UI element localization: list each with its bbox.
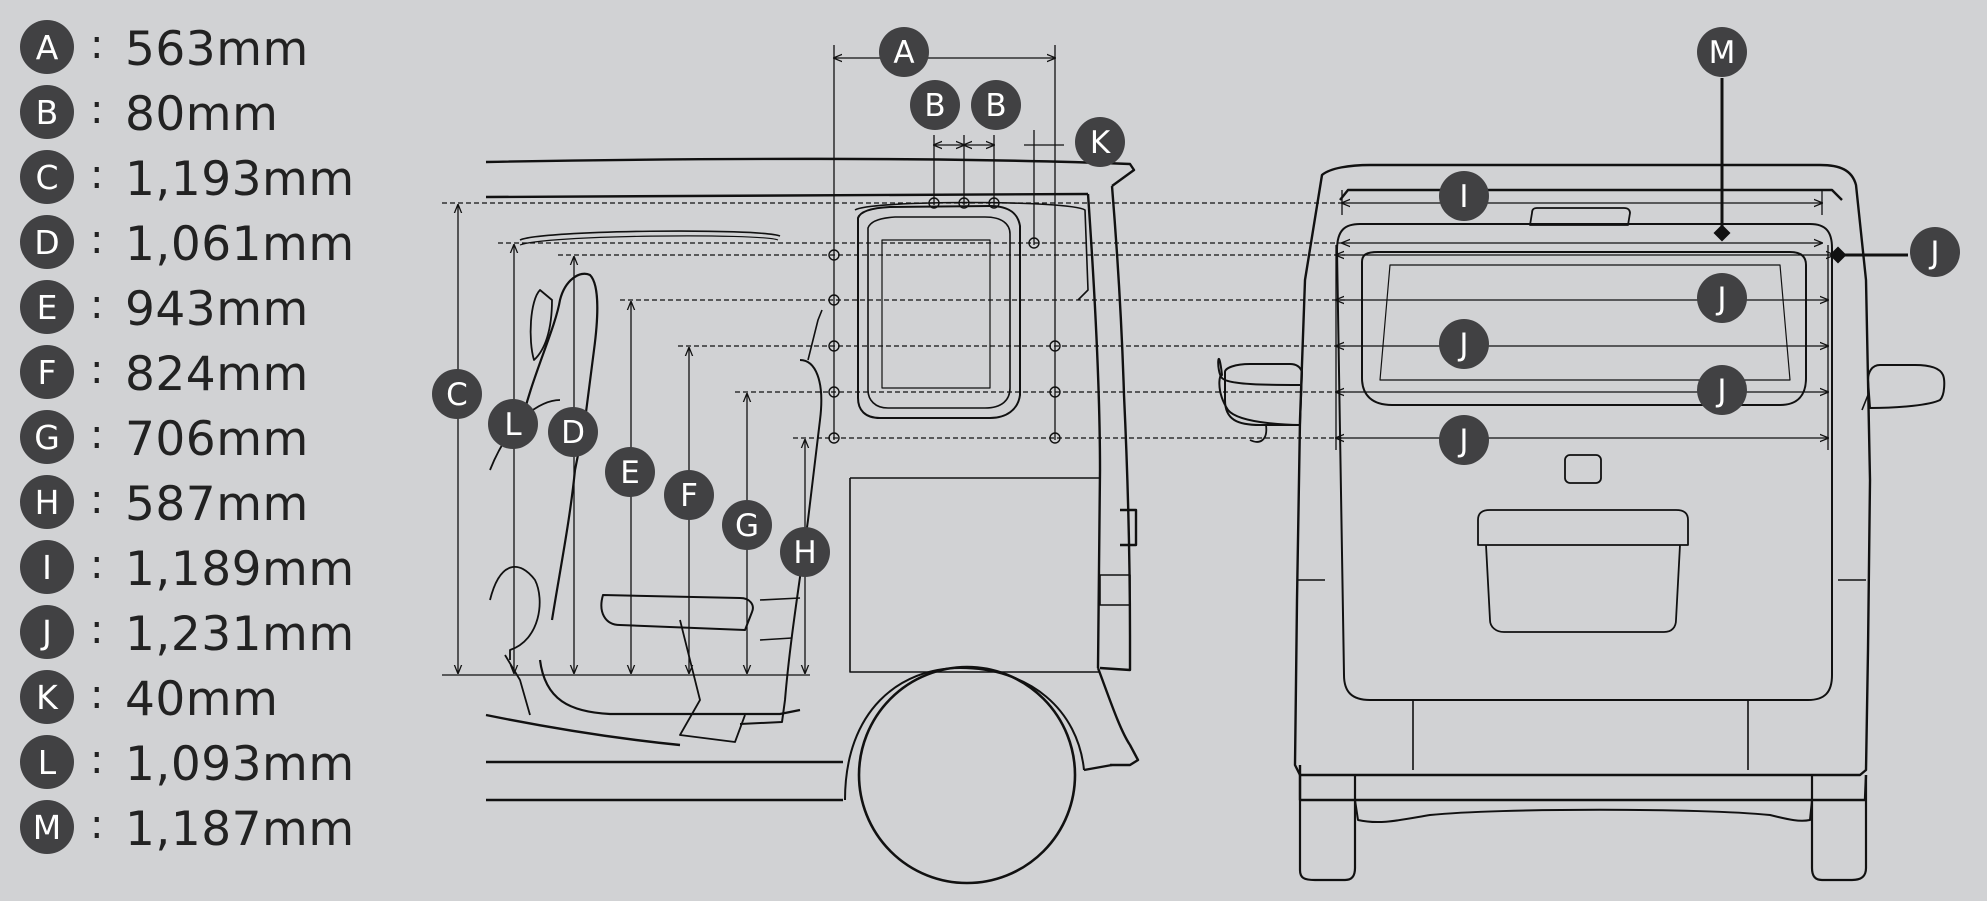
legend-value-e: 943mm: [125, 282, 309, 337]
legend-badge-b: B: [20, 85, 74, 139]
label-b-left: B: [910, 80, 960, 130]
label-j-2: J: [1439, 319, 1489, 369]
legend-colon: :: [90, 217, 104, 263]
svg-text:J: J: [1715, 373, 1726, 409]
legend-value-d: 1,061mm: [125, 217, 355, 272]
legend-badge-j: J: [20, 605, 74, 659]
legend-colon: :: [90, 477, 104, 523]
svg-text:H: H: [793, 535, 816, 571]
legend-colon: :: [90, 87, 104, 133]
dimension-lines: [442, 45, 1908, 676]
svg-text:J: J: [1457, 327, 1468, 363]
label-d: D: [548, 407, 598, 457]
legend-colon: :: [90, 802, 104, 848]
label-j-1: J: [1697, 273, 1747, 323]
legend-value-c: 1,193mm: [125, 152, 355, 207]
label-l: L: [488, 399, 538, 449]
measurement-points: [828, 197, 1061, 444]
label-g: G: [722, 500, 772, 550]
label-j-4: J: [1439, 415, 1489, 465]
label-h: H: [780, 527, 830, 577]
legend-colon: :: [90, 672, 104, 718]
legend-value-g: 706mm: [125, 412, 309, 467]
svg-text:F: F: [680, 478, 698, 514]
legend-badge-g: G: [20, 410, 74, 464]
legend-value-j: 1,231mm: [125, 607, 355, 662]
svg-text:K: K: [1090, 125, 1111, 161]
label-c: C: [432, 369, 482, 419]
svg-text:J: J: [1715, 281, 1726, 317]
svg-text:B: B: [924, 88, 945, 124]
legend-colon: :: [90, 152, 104, 198]
legend-value-l: 1,093mm: [125, 737, 355, 792]
legend-colon: :: [90, 607, 104, 653]
legend-badge-m: M: [20, 800, 74, 854]
legend-colon: :: [90, 282, 104, 328]
svg-text:J: J: [1457, 423, 1468, 459]
svg-text:B: B: [985, 88, 1006, 124]
label-j-3: J: [1697, 365, 1747, 415]
legend-value-i: 1,189mm: [125, 542, 355, 597]
label-j-outer: J: [1910, 227, 1960, 277]
legend-value-m: 1,187mm: [125, 802, 355, 857]
legend-colon: :: [90, 737, 104, 783]
legend-value-h: 587mm: [125, 477, 309, 532]
side-view-van: [485, 157, 1140, 885]
legend-badge-e: E: [20, 280, 74, 334]
rear-view-van: [1217, 163, 1946, 882]
dimension-labels: A B B K C L D E F G H I M J J J J J: [432, 27, 1960, 577]
svg-text:I: I: [1459, 179, 1468, 215]
legend-value-f: 824mm: [125, 347, 309, 402]
svg-text:J: J: [1928, 235, 1939, 271]
legend-badge-l: L: [20, 735, 74, 789]
svg-text:M: M: [1709, 35, 1736, 71]
label-a: A: [879, 27, 929, 77]
label-k: K: [1075, 117, 1125, 167]
legend-badge-h: H: [20, 475, 74, 529]
legend-colon: :: [90, 542, 104, 588]
label-f: F: [664, 470, 714, 520]
legend-badge-f: F: [20, 345, 74, 399]
legend-badge-a: A: [20, 20, 74, 74]
legend-colon: :: [90, 22, 104, 68]
legend-badge-d: D: [20, 215, 74, 269]
svg-text:G: G: [735, 508, 759, 544]
label-e: E: [605, 447, 655, 497]
label-i: I: [1439, 171, 1489, 221]
label-m: M: [1697, 27, 1747, 77]
svg-text:L: L: [504, 407, 522, 443]
svg-text:E: E: [620, 455, 640, 491]
svg-text:C: C: [446, 377, 468, 413]
legend-badge-c: C: [20, 150, 74, 204]
legend-badge-i: I: [20, 540, 74, 594]
legend-value-b: 80mm: [125, 87, 279, 142]
legend-value-k: 40mm: [125, 672, 279, 727]
legend-value-a: 563mm: [125, 22, 309, 77]
svg-text:A: A: [893, 35, 914, 71]
svg-text:D: D: [561, 415, 585, 451]
legend-badge-k: K: [20, 670, 74, 724]
legend-colon: :: [90, 347, 104, 393]
legend-colon: :: [90, 412, 104, 458]
label-b-right: B: [971, 80, 1021, 130]
